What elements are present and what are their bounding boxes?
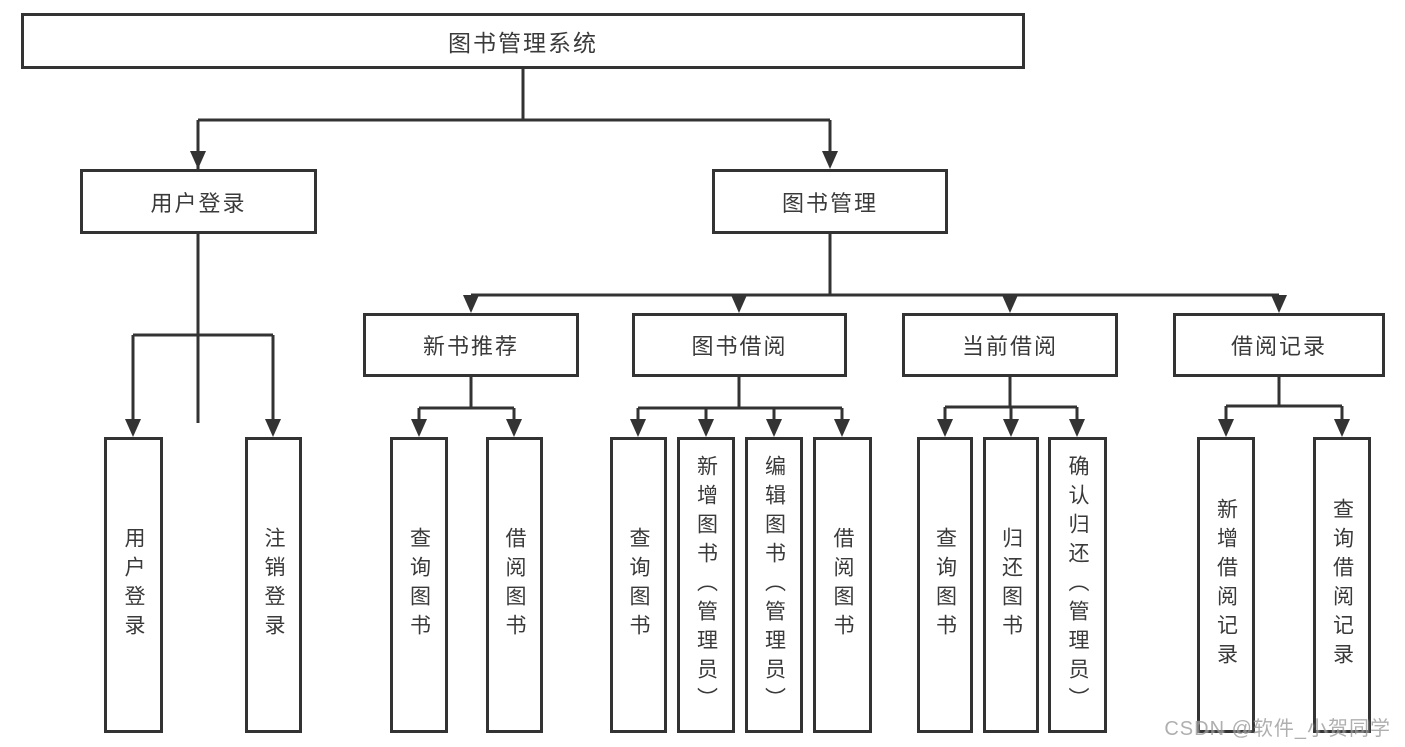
leaf-query-borrow-record: 查询借阅记录 (1313, 437, 1371, 733)
node-current-borrow-label: 当前借阅 (961, 334, 1058, 359)
leaf-borrow-books-1: 借阅图书 (486, 437, 543, 733)
watermark-text: CSDN @软件_小贺同学 (1164, 718, 1391, 740)
arrowheads (125, 151, 1350, 437)
node-current-borrow: 当前借阅 (902, 313, 1118, 377)
leaf-add-borrow-record: 新增借阅记录 (1197, 437, 1255, 733)
leaf-return-books: 归还图书 (983, 437, 1039, 733)
node-user-login-label: 用户登录 (150, 190, 247, 216)
leaf-query-books-2: 查询图书 (610, 437, 667, 733)
node-book-borrow: 图书借阅 (632, 313, 847, 377)
leaf-confirm-return-admin: 确认归还（管理员） (1048, 437, 1107, 733)
node-book-management: 图书管理 (712, 169, 948, 234)
node-new-book-recommend: 新书推荐 (363, 313, 579, 377)
node-root-label: 图书管理系统 (448, 30, 598, 56)
leaf-add-books-admin: 新增图书（管理员） (677, 437, 735, 733)
node-borrow-records: 借阅记录 (1173, 313, 1385, 377)
leaf-logout: 注销登录 (245, 437, 302, 733)
leaf-query-books-3: 查询图书 (917, 437, 973, 733)
node-book-management-label: 图书管理 (781, 190, 878, 216)
node-new-book-recommend-label: 新书推荐 (422, 334, 519, 359)
leaf-edit-books-admin: 编辑图书（管理员） (745, 437, 803, 733)
leaf-query-books-1: 查询图书 (390, 437, 448, 733)
node-root: 图书管理系统 (21, 13, 1025, 69)
leaf-borrow-books-2: 借阅图书 (813, 437, 872, 733)
node-user-login: 用户登录 (80, 169, 317, 234)
node-book-borrow-label: 图书借阅 (691, 334, 788, 359)
leaf-user-login: 用户登录 (104, 437, 163, 733)
node-borrow-records-label: 借阅记录 (1230, 334, 1327, 359)
